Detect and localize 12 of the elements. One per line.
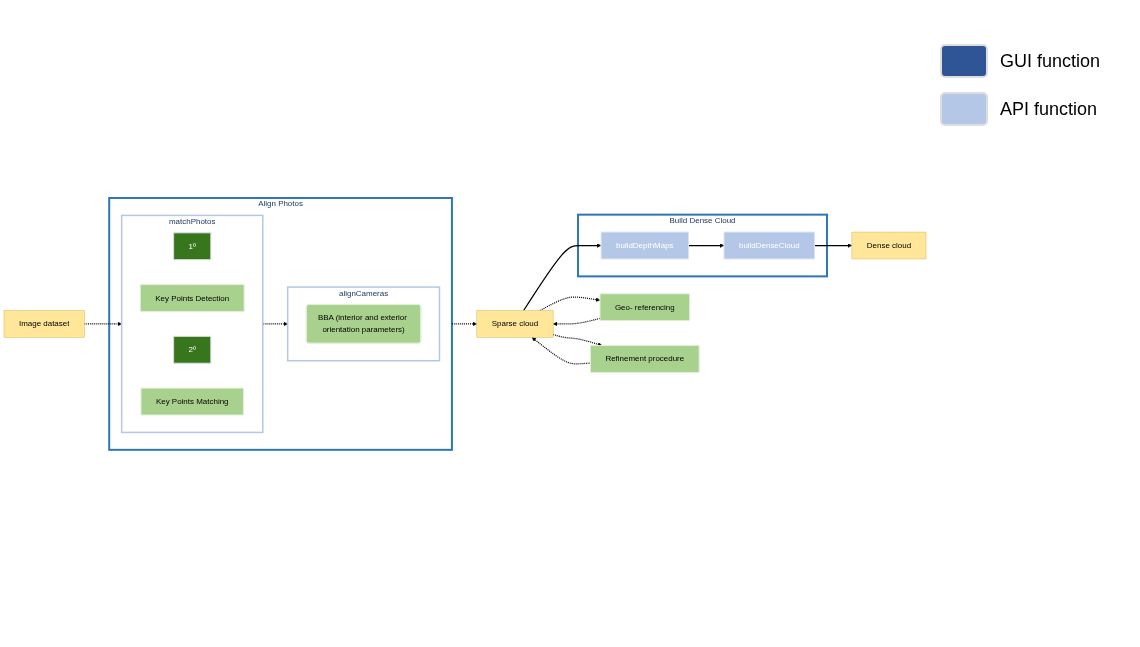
arrow xyxy=(552,317,601,326)
legend-label: GUI function xyxy=(1000,50,1101,72)
arrow xyxy=(523,242,602,311)
arrow xyxy=(531,336,592,365)
arrow xyxy=(552,333,603,347)
arrow xyxy=(83,321,122,326)
arrow xyxy=(451,321,477,326)
arrow xyxy=(687,242,725,248)
arrow xyxy=(539,296,601,311)
arrow xyxy=(262,321,288,326)
legend-label: API function xyxy=(1000,98,1098,120)
arrow xyxy=(813,242,853,248)
